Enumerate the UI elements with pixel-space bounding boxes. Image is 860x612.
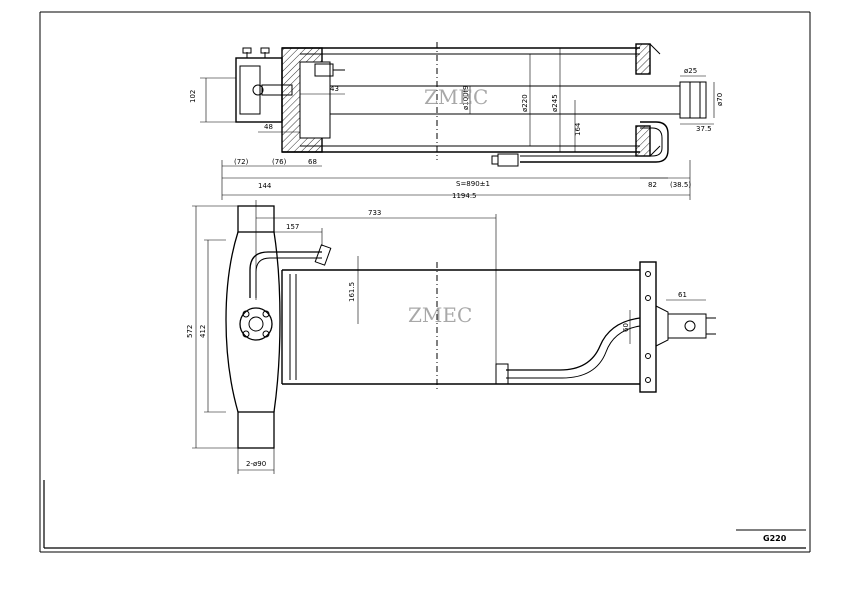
dim-stroke: S=890±1: [456, 180, 490, 188]
front-view-dimension-texts: 733 157 161.5 572 412 2-ø90 61 60: [186, 209, 687, 468]
dim-72: (72): [234, 158, 249, 166]
dim-102: 102: [189, 90, 197, 103]
dim-dia-100: ø100f9: [462, 85, 470, 110]
dim-48: 48: [264, 123, 273, 131]
dim-overall: 1194.5: [452, 192, 477, 200]
drawing-code: G220: [763, 534, 787, 543]
top-view-dimension-lines: [200, 48, 715, 200]
dim-38-5: (38.5): [670, 181, 691, 189]
dim-dia-25: ø25: [684, 67, 697, 75]
dim-76: (76): [272, 158, 287, 166]
dim-68: 68: [308, 158, 317, 166]
dim-dia-70: ø70: [716, 93, 724, 106]
dim-82: 82: [648, 181, 657, 189]
dim-733: 733: [368, 209, 381, 217]
dim-161-5: 161.5: [348, 282, 356, 302]
dim-dia-220: ø220: [521, 94, 529, 112]
top-view-dimension-texts: 102 43 48 (72) (76) 68 144 S=890±1 1194.…: [189, 67, 724, 200]
top-view: [235, 42, 707, 167]
dim-60: 60: [622, 323, 630, 332]
front-view-dimension-lines: [192, 200, 706, 474]
drawing-frame: [39, 11, 811, 553]
dim-43: 43: [330, 85, 339, 93]
dim-164: 164: [574, 122, 582, 136]
watermark-front: ZMEC: [408, 303, 472, 327]
dim-dia-245: ø245: [551, 94, 559, 112]
dim-61: 61: [678, 291, 687, 299]
dim-2-dia-90: 2-ø90: [246, 460, 266, 468]
dim-144: 144: [258, 182, 272, 190]
front-view: [225, 205, 716, 449]
dim-37-5: 37.5: [696, 125, 712, 133]
watermark-top: ZMEC: [424, 85, 488, 109]
dim-412: 412: [199, 325, 207, 338]
dim-157: 157: [286, 223, 299, 231]
dim-572: 572: [186, 325, 194, 338]
title-block: G220: [736, 529, 806, 543]
